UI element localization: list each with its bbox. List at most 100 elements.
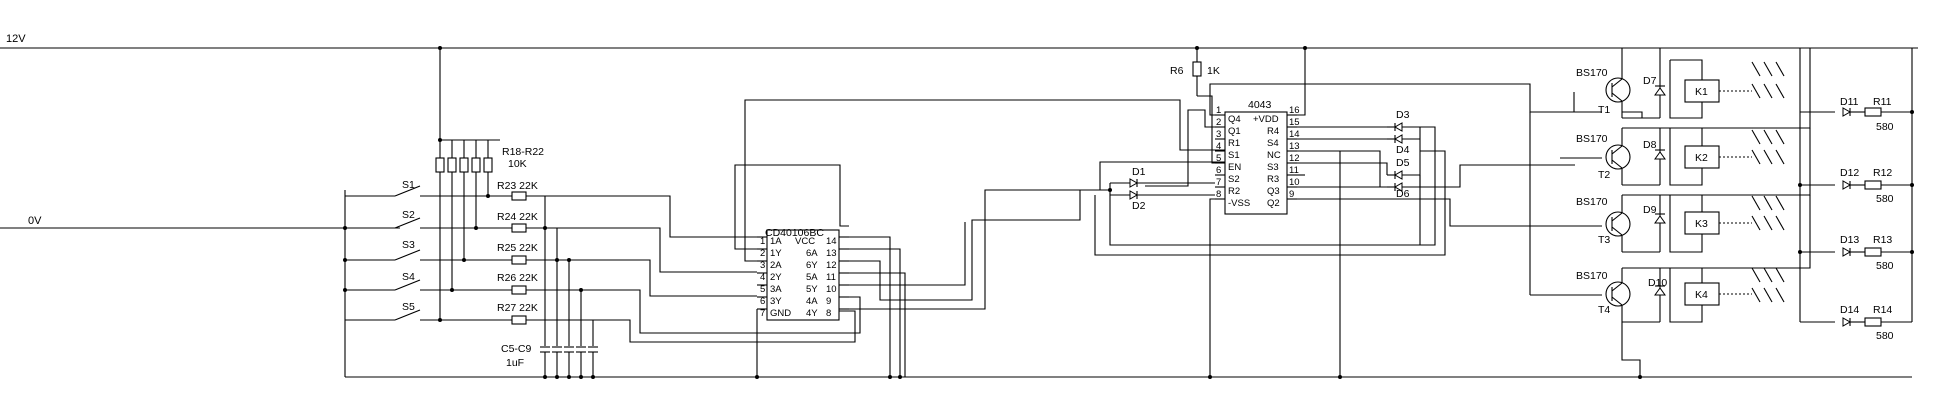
- fet-type: BS170: [1576, 133, 1608, 145]
- diode-label: D8: [1643, 139, 1657, 151]
- pin-name: 6A: [806, 248, 818, 259]
- pin-number: 2: [760, 248, 765, 259]
- resistor-value: 580: [1876, 260, 1894, 272]
- pin-number: 12: [1289, 153, 1300, 164]
- pin-name: 4Y: [806, 308, 818, 319]
- led-label: D11: [1840, 96, 1859, 108]
- r6-name: R6: [1170, 65, 1184, 77]
- pin-name: Q1: [1228, 126, 1241, 137]
- pin-name: Q3: [1267, 186, 1280, 197]
- caps-value: 1uF: [506, 357, 524, 369]
- resistor-value: 580: [1876, 121, 1894, 133]
- diode-label: D1: [1132, 166, 1146, 178]
- pin-name: S4: [1267, 138, 1279, 149]
- pin-number: 5: [760, 284, 765, 295]
- diode-label: D6: [1396, 188, 1410, 200]
- diode-d4: D4: [1387, 134, 1420, 156]
- pin-name: +VDD: [1253, 114, 1279, 125]
- fet-type: BS170: [1576, 67, 1608, 79]
- diode-label: D5: [1396, 157, 1410, 169]
- pin-name: Q2: [1267, 198, 1280, 209]
- pin-number: 10: [1289, 177, 1300, 188]
- logic-diodes: D1 D2 D3 D4: [1094, 109, 1446, 379]
- switch-s1: S1: [394, 179, 421, 197]
- pin-number: 3: [760, 260, 765, 271]
- led-label: D14: [1840, 304, 1859, 316]
- diode-label: D7: [1643, 75, 1657, 87]
- diode-label: D4: [1396, 144, 1410, 156]
- chip-4043-name: 4043: [1248, 99, 1272, 111]
- pin-name: 1Y: [770, 248, 782, 259]
- pin-number: 5: [1216, 153, 1221, 164]
- pin-number: 8: [1216, 189, 1221, 200]
- pin-number: 12: [826, 260, 837, 271]
- pin-name: S1: [1228, 150, 1240, 161]
- pin-number: 14: [826, 236, 837, 247]
- pullup-value: 10K: [508, 158, 527, 170]
- switch-s3: S3: [394, 239, 421, 261]
- pin-name: Q4: [1228, 114, 1241, 125]
- pin-number: 14: [1289, 129, 1300, 140]
- pin-number: 1: [760, 236, 765, 247]
- led-label: D13: [1840, 234, 1859, 246]
- pin-name: S2: [1228, 174, 1240, 185]
- series-resistor-label: R23 22K: [497, 180, 538, 192]
- series-resistor-label: R25 22K: [497, 242, 538, 254]
- pin-name: GND: [770, 308, 791, 319]
- diode-d5: D5: [1387, 157, 1420, 180]
- pin-name: 4A: [806, 296, 818, 307]
- diode-d6: D6: [1387, 182, 1420, 200]
- supply-rails: 12V 0V: [0, 33, 1918, 378]
- r6-value: 1K: [1207, 65, 1220, 77]
- series-resistor-label: R24 22K: [497, 211, 538, 223]
- pin-number: 16: [1289, 105, 1300, 116]
- pin-name: VCC: [795, 236, 815, 247]
- relay-channel-3: BS170 T3 D9 K3 D13 R13 580: [1575, 128, 1912, 272]
- pin-number: 13: [826, 248, 837, 259]
- pin-number: 6: [760, 296, 765, 307]
- pin-name: R2: [1228, 186, 1240, 197]
- relay-label: K2: [1695, 152, 1708, 164]
- pin-number: 11: [1289, 165, 1299, 176]
- led-label: D12: [1840, 167, 1859, 179]
- pin-name: 3A: [770, 284, 782, 295]
- chip-4043-left-pins: 1Q4 2Q1 3R1 4S1 5EN 6S2 7R2 8-VSS: [1215, 105, 1250, 209]
- pin-name: S3: [1267, 162, 1279, 173]
- pin-name: 1A: [770, 236, 782, 247]
- relay-label: K4: [1695, 289, 1708, 301]
- relay-label: K1: [1695, 86, 1708, 98]
- diode-d2: D2: [1110, 190, 1215, 212]
- resistor-value: 580: [1876, 330, 1894, 342]
- right-bus: [1798, 48, 1914, 322]
- pin-number: 7: [760, 308, 765, 319]
- resistor-r23: R23 22K: [488, 180, 538, 201]
- rail-12v-label: 12V: [6, 33, 26, 45]
- chip-4043: 4043 1Q4 2Q1 3R1 4S1 5EN 6S2 7R2 8-VSS +…: [1145, 46, 1575, 379]
- resistor-r24: R24 22K: [476, 211, 538, 233]
- diode-d3: D3: [1387, 109, 1420, 132]
- pin-number: 9: [1289, 189, 1294, 200]
- pin-number: 1: [1216, 105, 1221, 116]
- pin-number: 13: [1289, 141, 1300, 152]
- pin-name: 2A: [770, 260, 782, 271]
- resistor-r27: R27 22K: [440, 302, 538, 325]
- switch-label: S1: [402, 179, 415, 191]
- pin-name: EN: [1228, 162, 1241, 173]
- pin-name: 3Y: [770, 296, 782, 307]
- series-resistor-label: R26 22K: [497, 272, 538, 284]
- resistor-label: R11: [1873, 96, 1892, 108]
- diode-label: D9: [1643, 204, 1657, 216]
- pin-name: 5A: [806, 272, 818, 283]
- pin-name: -VSS: [1228, 198, 1250, 209]
- relay-channel-1: BS170 T1 D7 K1 D11 R11 580: [1573, 48, 1912, 133]
- capacitors-c5-c9: C5-C9 1uF: [501, 343, 598, 379]
- resistor-r25: R25 22K: [464, 242, 538, 265]
- pin-number: 7: [1216, 177, 1221, 188]
- pin-number: 11: [826, 272, 836, 283]
- switch-label: S2: [402, 209, 415, 221]
- resistor-r6: R6 1K: [1170, 46, 1220, 96]
